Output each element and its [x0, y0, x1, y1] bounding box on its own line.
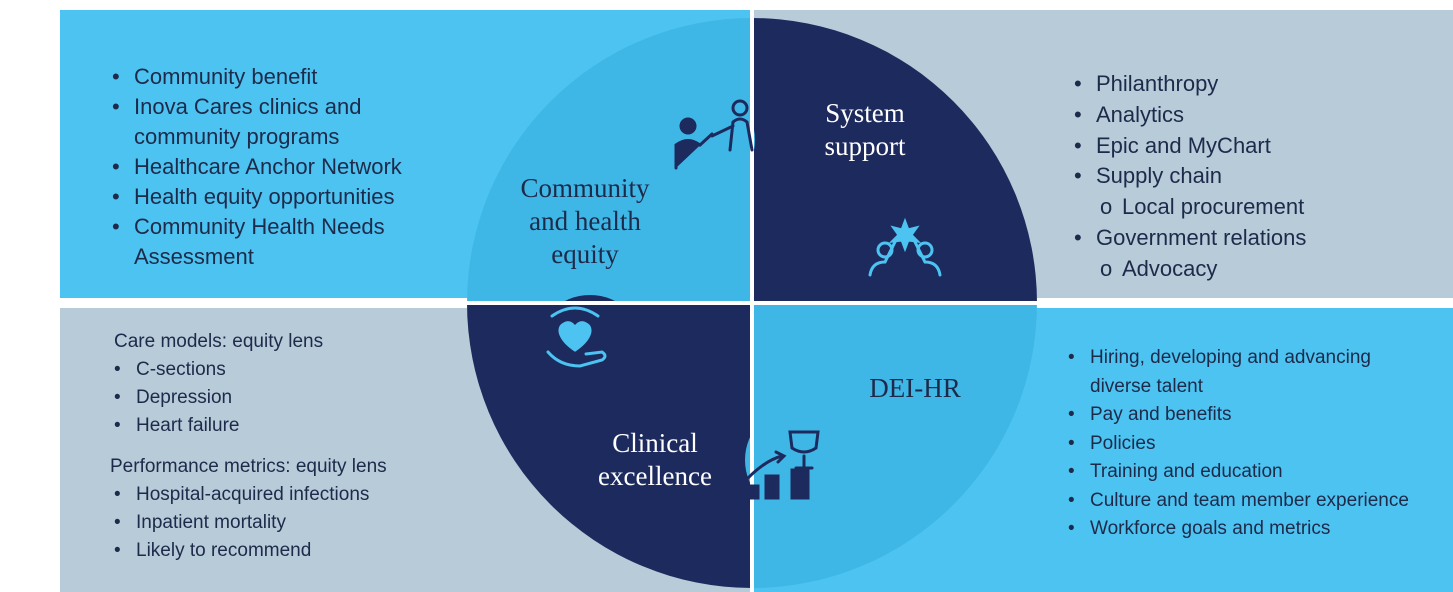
system-item: Analytics	[1070, 100, 1410, 131]
dei-item: Culture and team member experience	[1064, 487, 1424, 516]
clinical-excellence-label: Clinical excellence	[598, 428, 712, 491]
system-list: Philanthropy Analytics Epic and MyChart …	[1070, 69, 1410, 285]
performance-metrics-heading: Performance metrics: equity lens	[110, 456, 387, 477]
system-item: Philanthropy	[1070, 69, 1410, 100]
system-support-label: System support	[824, 98, 906, 161]
community-equity-label: Community and health equity	[520, 173, 650, 269]
trophy-growth-chart-icon	[744, 430, 820, 500]
dei-item: Training and education	[1064, 458, 1424, 487]
dei-item: Workforce goals and metrics	[1064, 515, 1424, 544]
system-subitem: Advocacy	[1070, 254, 1410, 285]
coaching-person-icon	[674, 99, 754, 170]
performance-metrics-list: Hospital-acquired infections Inpatient m…	[110, 481, 450, 565]
care-model-item: C-sections	[110, 356, 440, 384]
dei-item: Pay and benefits	[1064, 401, 1424, 430]
metric-item: Likely to recommend	[110, 537, 450, 565]
care-models-heading: Care models: equity lens	[114, 331, 324, 352]
dei-item: Policies	[1064, 430, 1424, 459]
community-item: Inova Cares clinics and community progra…	[108, 92, 468, 152]
system-subitem: Local procurement	[1070, 192, 1410, 223]
community-item: Healthcare Anchor Network	[108, 152, 468, 182]
heart-in-hand-icon	[546, 306, 607, 368]
metric-item: Hospital-acquired infections	[110, 481, 450, 509]
dei-list: Hiring, developing and advancing diverse…	[1064, 344, 1424, 544]
community-tab	[645, 85, 755, 195]
dei-item: Hiring, developing and advancing diverse…	[1064, 344, 1424, 401]
high-five-icon	[868, 217, 942, 277]
system-item: Epic and MyChart	[1070, 131, 1410, 162]
care-models-list: C-sections Depression Heart failure	[110, 356, 440, 440]
community-item: Health equity opportunities	[108, 182, 468, 212]
metric-item: Inpatient mortality	[110, 509, 450, 537]
community-item: Community benefit	[108, 62, 468, 92]
care-model-item: Heart failure	[110, 412, 440, 440]
system-item: Supply chain	[1070, 161, 1410, 192]
community-list: Community benefit Inova Cares clinics an…	[108, 62, 468, 272]
dei-hr-label: DEI-HR	[869, 373, 961, 403]
community-item: Community Health Needs Assessment	[108, 212, 468, 272]
clinical-tab	[535, 295, 645, 405]
care-model-item: Depression	[110, 384, 440, 412]
system-item: Government relations	[1070, 223, 1410, 254]
